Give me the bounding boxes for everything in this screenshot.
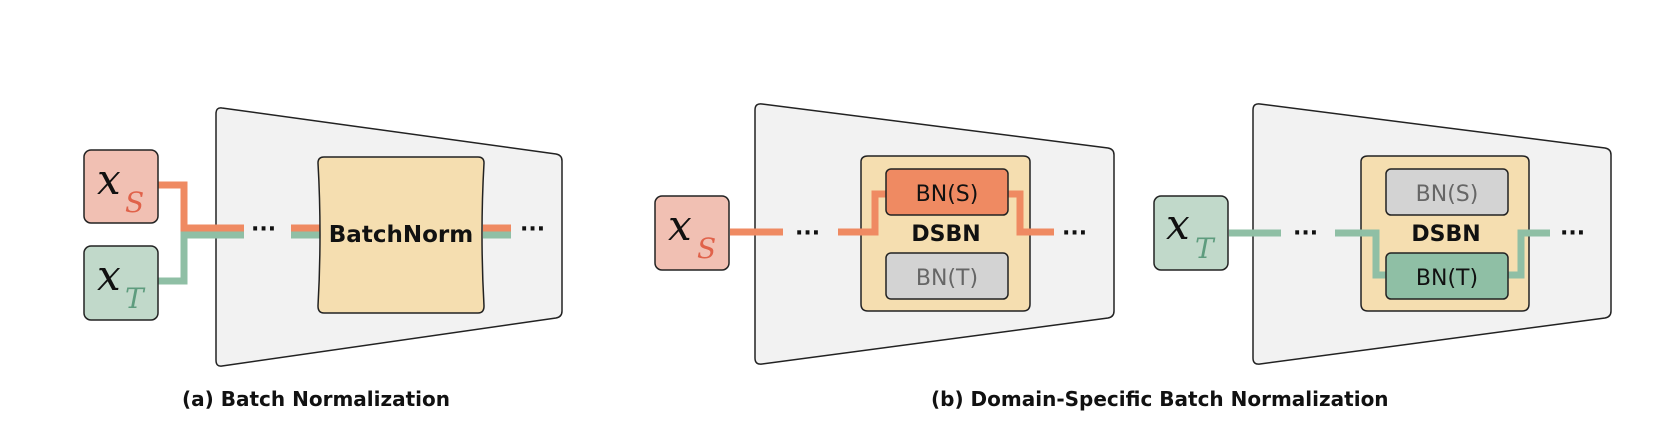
bn-target-inactive [885, 252, 1009, 300]
bn-source-inactive [1385, 168, 1509, 216]
input-source-box: x S [83, 149, 159, 224]
input-target-box: x T [1153, 195, 1229, 271]
source-wire [1006, 190, 1054, 236]
input-subscript: T [125, 282, 146, 315]
target-wire [158, 231, 244, 285]
dsbn-label: DSBN [1411, 222, 1480, 247]
input-symbol: x [1166, 200, 1190, 249]
caption-b: (b) Domain-Specific Batch Normalization [931, 387, 1389, 411]
ellipsis-left: ··· [251, 217, 276, 242]
panel-a: x S x T ··· BatchNorm ··· (a) Batch Norm… [83, 107, 563, 411]
ellipsis-left: ··· [1293, 221, 1318, 246]
input-symbol: x [668, 201, 692, 250]
batchnorm-label: BatchNorm [329, 222, 473, 248]
source-wire [158, 181, 244, 232]
target-wire [1335, 229, 1390, 279]
dsbn-label: DSBN [911, 222, 980, 247]
bn-target-active [1385, 252, 1509, 300]
input-subscript: T [1195, 232, 1216, 265]
ellipsis-right: ··· [520, 217, 545, 242]
bn-target-label: BN(T) [1416, 266, 1478, 291]
source-wire [838, 190, 890, 236]
target-wire [1506, 229, 1550, 279]
bn-source-active [885, 168, 1009, 216]
input-subscript: S [697, 232, 716, 265]
bn-target-label: BN(T) [916, 266, 978, 291]
panel-b-target: x T ··· BN(S) DSBN BN(T) ··· [1153, 103, 1612, 365]
input-target-box: x T [83, 245, 159, 321]
input-source-box: x S [654, 195, 730, 271]
ellipsis-right: ··· [1560, 221, 1585, 246]
panel-b-source: x S ··· BN(S) DSBN BN(T) ··· [654, 103, 1115, 365]
caption-a: (a) Batch Normalization [182, 387, 450, 411]
input-symbol: x [97, 155, 121, 204]
ellipsis-left: ··· [795, 221, 820, 246]
batchnorm-block [317, 156, 485, 314]
input-symbol: x [97, 251, 121, 300]
input-subscript: S [125, 186, 144, 219]
ellipsis-right: ··· [1062, 221, 1087, 246]
bn-source-label: BN(S) [916, 182, 979, 207]
bn-source-label: BN(S) [1416, 182, 1479, 207]
